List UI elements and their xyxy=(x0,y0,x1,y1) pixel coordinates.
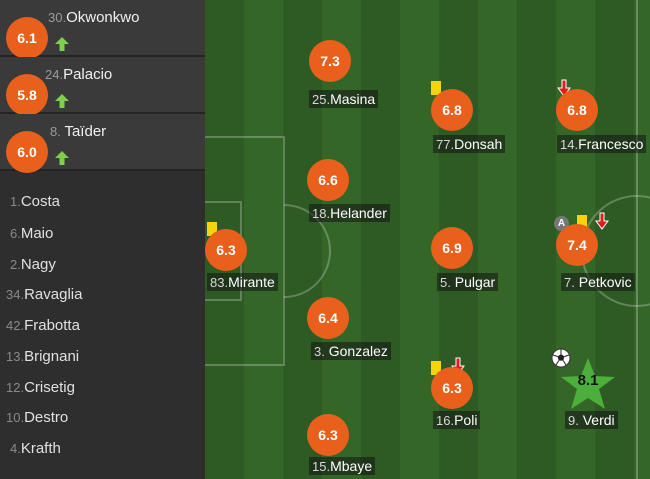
substitutes-panel: 6.1 30.Okwonkwo 5.8 24.Palacio 6.0 8. Ta… xyxy=(0,0,205,479)
player-name: Ravaglia xyxy=(24,286,83,303)
player-number: 16. xyxy=(436,413,455,428)
player-name: Masina xyxy=(330,91,376,107)
yellow-card-icon xyxy=(431,81,441,95)
yellow-card-icon xyxy=(431,361,441,375)
sub-in-arrow-icon xyxy=(55,151,69,165)
player-number: 25. xyxy=(312,92,331,107)
bench-player[interactable]: 1.Costa xyxy=(0,190,205,215)
player-number: 2. xyxy=(10,257,21,272)
player-label[interactable]: 15.Mbaye xyxy=(309,457,376,475)
rating-badge[interactable]: 7.4 xyxy=(556,224,598,266)
player-name: Maio xyxy=(20,225,54,242)
sub-in-arrow-icon xyxy=(55,94,69,108)
player-number: 18. xyxy=(312,206,331,221)
rating-badge[interactable]: 6.4 xyxy=(307,297,349,339)
player-label[interactable]: 3. Gonzalez xyxy=(311,342,391,360)
player-number: 12. xyxy=(6,380,25,395)
player-number: 24. xyxy=(45,67,64,82)
player-name: Mirante xyxy=(228,274,275,290)
pitch: 6.3 83.Mirante 7.3 25.Masina 6.6 18.Hela… xyxy=(205,0,650,479)
player-name: Gonzalez xyxy=(328,343,388,359)
goal-ball-icon xyxy=(551,348,571,368)
player-name: Petkovic xyxy=(578,274,632,290)
player-number: 30. xyxy=(48,10,67,25)
player-name: Verdi xyxy=(582,412,615,428)
bench-player[interactable]: 13.Brignani xyxy=(0,345,205,370)
player-number: 9. xyxy=(568,413,579,428)
player-label[interactable]: 16.Poli xyxy=(433,411,481,429)
bench-player[interactable]: 42.Frabotta xyxy=(0,314,205,339)
player-name: Costa xyxy=(20,193,61,210)
player-name: Taïder xyxy=(64,123,107,140)
player-number: 13. xyxy=(6,349,25,364)
player-name: Brignani xyxy=(24,348,80,365)
player-name: Okwonkwo xyxy=(66,9,140,26)
player-label[interactable]: 83.Mirante xyxy=(207,273,278,291)
rating-badge: 6.0 xyxy=(6,131,48,173)
rating-badge[interactable]: 6.9 xyxy=(431,227,473,269)
bench-player[interactable]: 10.Destro xyxy=(0,406,205,431)
player-name: Helander xyxy=(330,205,387,221)
rating-star-value[interactable]: 8.1 xyxy=(577,372,599,389)
player-label[interactable]: 14.Francesco xyxy=(557,135,647,153)
player-name: Francesco xyxy=(578,136,644,152)
rating-badge[interactable]: 6.8 xyxy=(431,89,473,131)
yellow-card-icon xyxy=(577,215,587,229)
bench-player[interactable]: 4.Krafth xyxy=(0,437,205,462)
substitute-row[interactable]: 5.8 24.Palacio xyxy=(0,57,205,116)
substitute-row[interactable]: 6.0 8. Taïder xyxy=(0,114,205,173)
rating-badge[interactable]: 6.6 xyxy=(307,159,349,201)
substitute-row[interactable]: 6.1 30.Okwonkwo xyxy=(0,0,205,59)
player-number: 7. xyxy=(564,275,575,290)
player-name: Krafth xyxy=(20,440,61,457)
yellow-card-icon xyxy=(207,222,217,236)
rating-badge[interactable]: 6.3 xyxy=(307,414,349,456)
player-label[interactable]: 7. Petkovic xyxy=(561,273,635,291)
rating-badge[interactable]: 6.3 xyxy=(431,367,473,409)
player-number: 6. xyxy=(10,226,21,241)
player-number: 42. xyxy=(6,318,25,333)
rating-badge[interactable]: 7.3 xyxy=(309,40,351,82)
rating-badge[interactable]: 6.3 xyxy=(205,229,247,271)
player-number: 5. xyxy=(440,275,451,290)
player-label[interactable]: 9. Verdi xyxy=(565,411,618,429)
player-name: Destro xyxy=(24,409,69,426)
player-label[interactable]: 77.Donsah xyxy=(433,135,506,153)
bench-player[interactable]: 34.Ravaglia xyxy=(0,283,205,308)
player-number: 3. xyxy=(314,344,325,359)
sub-out-arrow-icon xyxy=(595,212,609,230)
man-of-the-match-star-icon xyxy=(561,358,615,409)
player-name: Frabotta xyxy=(24,317,80,334)
bench-player[interactable]: 12.Crisetig xyxy=(0,376,205,401)
player-name: Donsah xyxy=(454,136,503,152)
player-number: 34. xyxy=(6,287,25,302)
rating-badge: 6.1 xyxy=(6,17,48,59)
rating-badge[interactable]: 6.8 xyxy=(556,89,598,131)
player-name: Pulgar xyxy=(454,274,496,290)
player-number: 8. xyxy=(50,124,61,139)
rating-badge: 5.8 xyxy=(6,74,48,116)
player-name: Nagy xyxy=(20,256,56,273)
player-number: 77. xyxy=(436,137,455,152)
player-number: 1. xyxy=(10,194,21,209)
player-name: Mbaye xyxy=(330,458,373,474)
player-number: 10. xyxy=(6,410,25,425)
player-name: Palacio xyxy=(63,66,113,83)
player-label[interactable]: 25.Masina xyxy=(309,90,379,108)
player-number: 14. xyxy=(560,137,579,152)
sub-in-arrow-icon xyxy=(55,37,69,51)
bench-player[interactable]: 6.Maio xyxy=(0,222,205,247)
player-number: 4. xyxy=(10,441,21,456)
player-name: Poli xyxy=(454,412,478,428)
player-number: 83. xyxy=(210,275,229,290)
bench-player[interactable]: 2.Nagy xyxy=(0,253,205,278)
player-label[interactable]: 5. Pulgar xyxy=(437,273,499,291)
player-name: Crisetig xyxy=(24,379,75,396)
player-label[interactable]: 18.Helander xyxy=(309,204,390,222)
player-number: 15. xyxy=(312,459,331,474)
